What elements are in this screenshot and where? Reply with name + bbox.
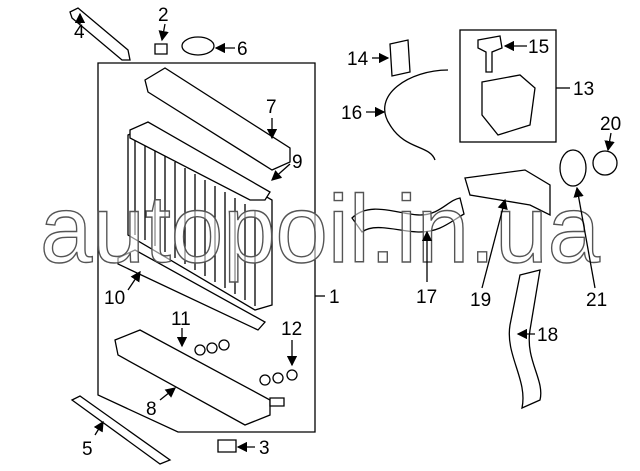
callout-14: 14 <box>347 49 369 70</box>
callout-20: 20 <box>600 114 621 135</box>
callout-18: 18 <box>537 325 558 346</box>
tank-gasket-lower <box>117 249 267 331</box>
callout-4: 4 <box>74 22 85 43</box>
callout-8: 8 <box>146 399 157 420</box>
callout-3: 3 <box>259 438 270 459</box>
callout-10: 10 <box>104 288 125 309</box>
callout-12: 12 <box>281 319 302 340</box>
tank-gasket-upper <box>129 121 271 201</box>
seal-strip-bottom <box>70 395 172 465</box>
reservoir-bracket <box>389 39 411 77</box>
callout-15: 15 <box>528 37 549 58</box>
callout-21: 21 <box>586 290 607 311</box>
callout-7: 7 <box>266 97 277 118</box>
callout-1: 1 <box>329 287 340 308</box>
reservoir-tank <box>481 74 536 136</box>
thermostat <box>592 150 618 176</box>
cushion-lower <box>217 439 237 453</box>
water-outlet <box>464 169 551 217</box>
callout-6: 6 <box>237 39 248 60</box>
callout-11: 11 <box>171 309 191 330</box>
callout-19: 19 <box>470 290 491 311</box>
callout-17: 17 <box>416 287 437 308</box>
callout-2: 2 <box>158 5 169 26</box>
callout-13: 13 <box>573 79 594 100</box>
upper-radiator-hose <box>351 197 465 233</box>
leader-lines <box>74 12 615 453</box>
overflow-hose <box>384 69 449 161</box>
watermark: autopoil.in.ua <box>40 176 601 283</box>
callout-16: 16 <box>341 103 362 124</box>
radiator-cap <box>181 36 215 56</box>
callout-9: 9 <box>292 152 303 173</box>
lower-tank <box>114 329 271 426</box>
core-fins <box>134 140 256 306</box>
assembly-frame <box>97 62 316 433</box>
callout-5: 5 <box>82 439 93 460</box>
cushion-upper <box>154 43 168 55</box>
reservoir-cap <box>477 35 503 73</box>
upper-tank <box>144 67 291 171</box>
drain-cock-set <box>194 339 298 407</box>
reservoir-box <box>459 29 557 143</box>
thermostat-gasket <box>559 149 587 187</box>
